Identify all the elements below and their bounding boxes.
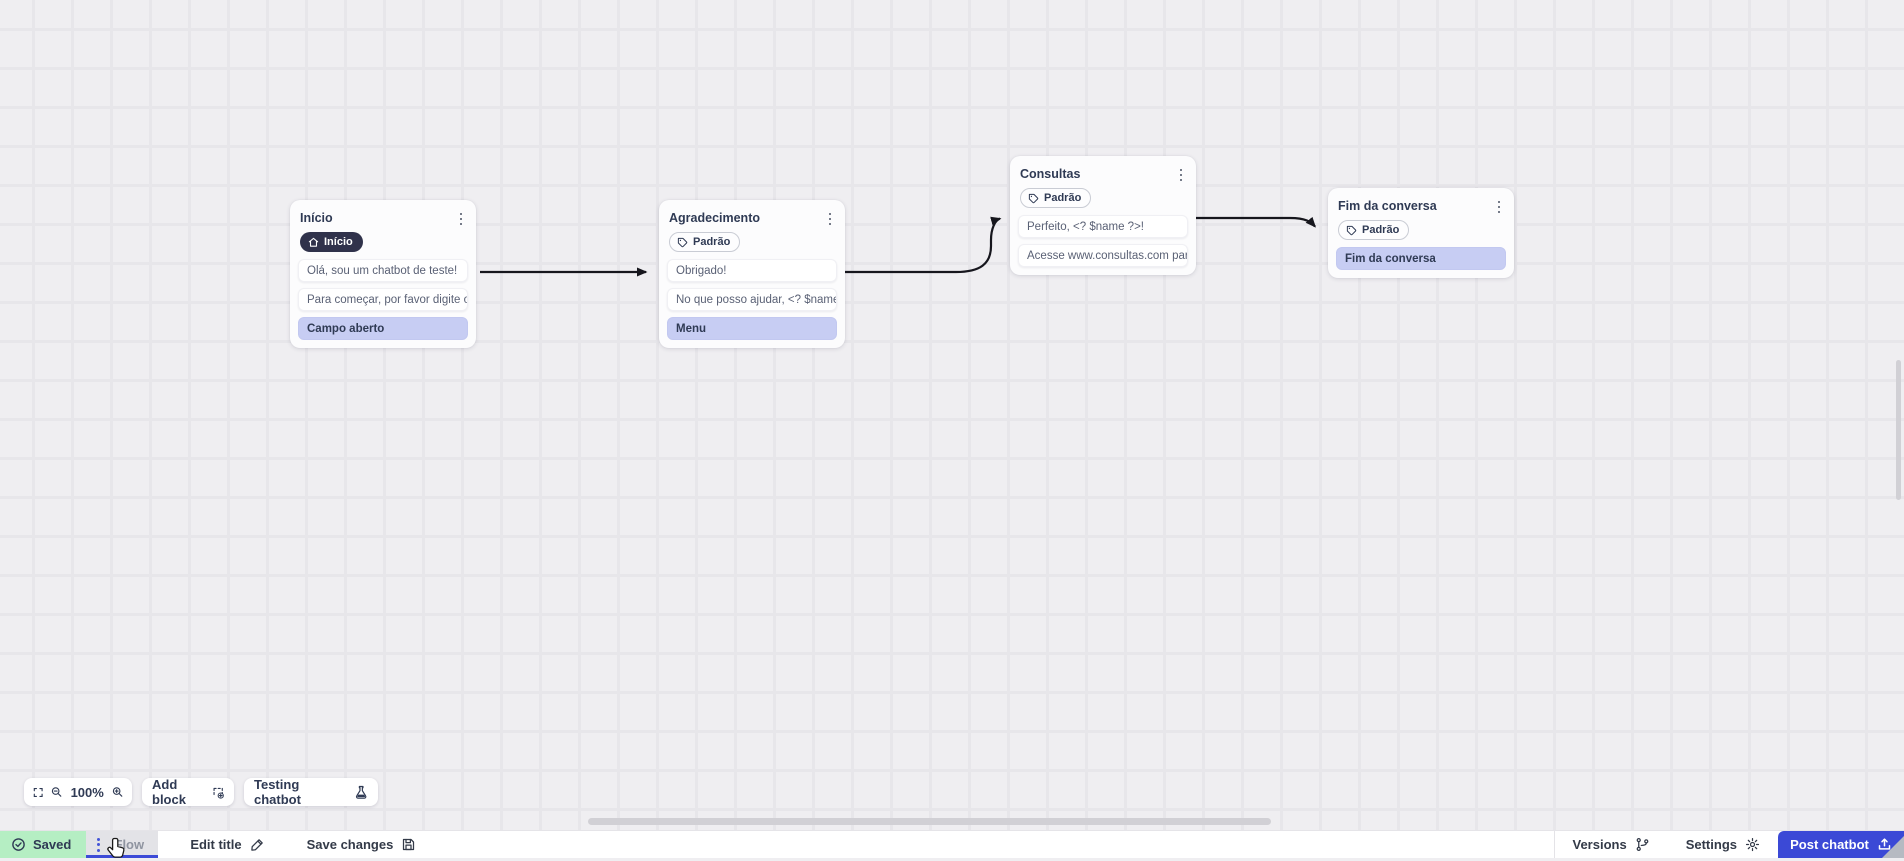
message-block[interactable]: Obrigado! [667,259,837,282]
node-consultas[interactable]: Consultas Padrão Perfeito, <? $name ?>! … [1010,156,1196,275]
add-block-button[interactable]: Add block [142,778,234,806]
node-title: Consultas [1020,166,1186,182]
message-block[interactable]: No que posso ajudar, <? $name ... [667,288,837,311]
message-block[interactable]: Para começar, por favor digite o ... [298,288,468,311]
connections-layer [0,0,1904,830]
zoom-level: 100% [71,785,104,800]
save-changes-button[interactable]: Save changes [307,831,417,858]
edit-title-button[interactable]: Edit title [190,831,264,858]
tag-icon [1028,193,1039,204]
tab-flow[interactable]: Flow [86,831,158,858]
node-badge[interactable]: Padrão [1338,220,1409,240]
branch-icon [1635,837,1650,852]
settings-button[interactable]: Settings [1668,831,1778,858]
node-fim-da-conversa[interactable]: Fim da conversa Padrão Fim da conversa [1328,188,1514,278]
fullscreen-icon[interactable] [33,786,43,799]
flask-icon [354,785,368,800]
node-agradecimento[interactable]: Agradecimento Padrão Obrigado! No que po… [659,200,845,348]
pencil-icon [250,837,265,852]
node-inicio[interactable]: Início Início Olá, sou um chatbot de tes… [290,200,476,348]
add-block-icon [212,785,224,800]
kebab-menu-icon[interactable] [1492,198,1506,216]
menu-block[interactable]: Menu [667,317,837,340]
message-block[interactable]: Perfeito, <? $name ?>! [1018,215,1188,238]
vertical-scrollbar[interactable] [1896,360,1901,500]
node-title: Fim da conversa [1338,198,1504,214]
connection-agradecimento-consultas [840,219,1000,272]
message-block[interactable]: Acesse www.consultas.com par... [1018,244,1188,267]
flow-canvas[interactable]: Início Início Olá, sou um chatbot de tes… [0,0,1904,830]
window-resize-corner [1882,836,1904,858]
horizontal-scrollbar[interactable] [588,818,1271,825]
kebab-menu-icon[interactable] [823,210,837,228]
versions-button[interactable]: Versions [1555,831,1668,858]
node-badge[interactable]: Início [300,232,363,252]
node-title: Agradecimento [669,210,835,226]
node-title: Início [300,210,466,226]
tag-icon [1346,225,1357,236]
node-badge[interactable]: Padrão [1020,188,1091,208]
end-block[interactable]: Fim da conversa [1336,247,1506,270]
kebab-menu-icon[interactable] [1174,166,1188,184]
status-bar: Saved Flow Edit title Save changes Versi… [0,830,1904,858]
flow-tab-label: Flow [100,837,158,852]
saved-status-badge: Saved [0,831,86,858]
testing-chatbot-button[interactable]: Testing chatbot [244,778,378,806]
check-circle-icon [11,837,26,852]
node-badge[interactable]: Padrão [669,232,740,252]
zoom-in-icon[interactable] [112,785,123,799]
gear-icon [1745,837,1760,852]
zoom-out-icon[interactable] [51,785,62,799]
tag-icon [677,237,688,248]
zoom-toolbar: 100% [24,778,132,806]
home-icon [308,237,319,248]
connection-consultas-fim [1192,218,1315,227]
message-block[interactable]: Olá, sou um chatbot de teste! [298,259,468,282]
kebab-menu-icon[interactable] [454,210,468,228]
input-block[interactable]: Campo aberto [298,317,468,340]
save-icon [401,837,416,852]
